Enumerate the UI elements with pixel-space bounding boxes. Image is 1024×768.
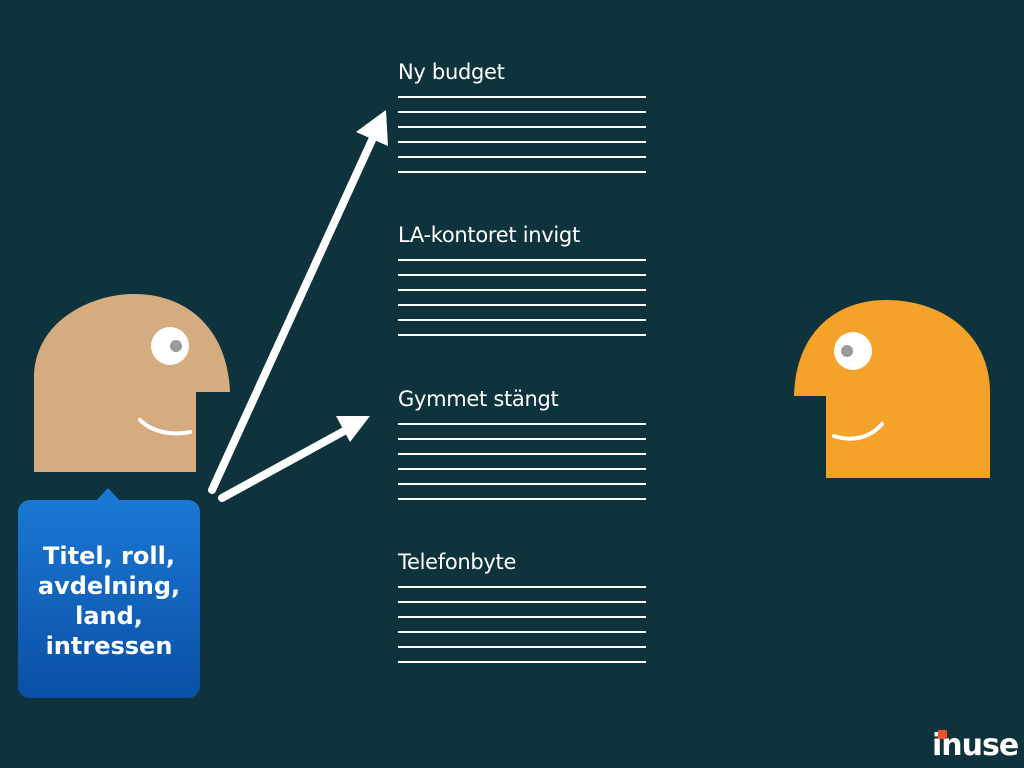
right-person-silhouette <box>794 300 990 478</box>
news-title: LA-kontoret invigt <box>398 223 580 247</box>
bubble-line: land, <box>75 602 143 630</box>
arrow-to-gymmet <box>218 416 370 502</box>
arrow-to-ny-budget <box>208 110 388 494</box>
bubble-line: intressen <box>45 632 173 660</box>
logo-accent-dot <box>938 730 947 739</box>
news-text-lines <box>398 259 646 349</box>
left-person-pupil <box>170 340 182 352</box>
news-text-lines <box>398 423 646 513</box>
news-title: Telefonbyte <box>398 550 517 574</box>
bubble-line: avdelning, <box>37 572 181 600</box>
left-person-head <box>34 294 230 472</box>
right-person-pupil <box>841 345 853 357</box>
right-person-mouth <box>832 422 884 441</box>
right-person-head <box>794 300 990 478</box>
bubble-tail <box>95 488 121 502</box>
profile-bubble: Titel, roll, avdelning, land, intressen <box>18 500 200 698</box>
news-title: Ny budget <box>398 60 505 84</box>
left-person-silhouette <box>34 294 230 472</box>
news-text-lines <box>398 586 646 676</box>
news-text-lines <box>398 96 646 186</box>
bubble-line: Titel, roll, <box>43 542 175 570</box>
left-person-mouth <box>138 418 192 436</box>
news-title: Gymmet stängt <box>398 387 559 411</box>
